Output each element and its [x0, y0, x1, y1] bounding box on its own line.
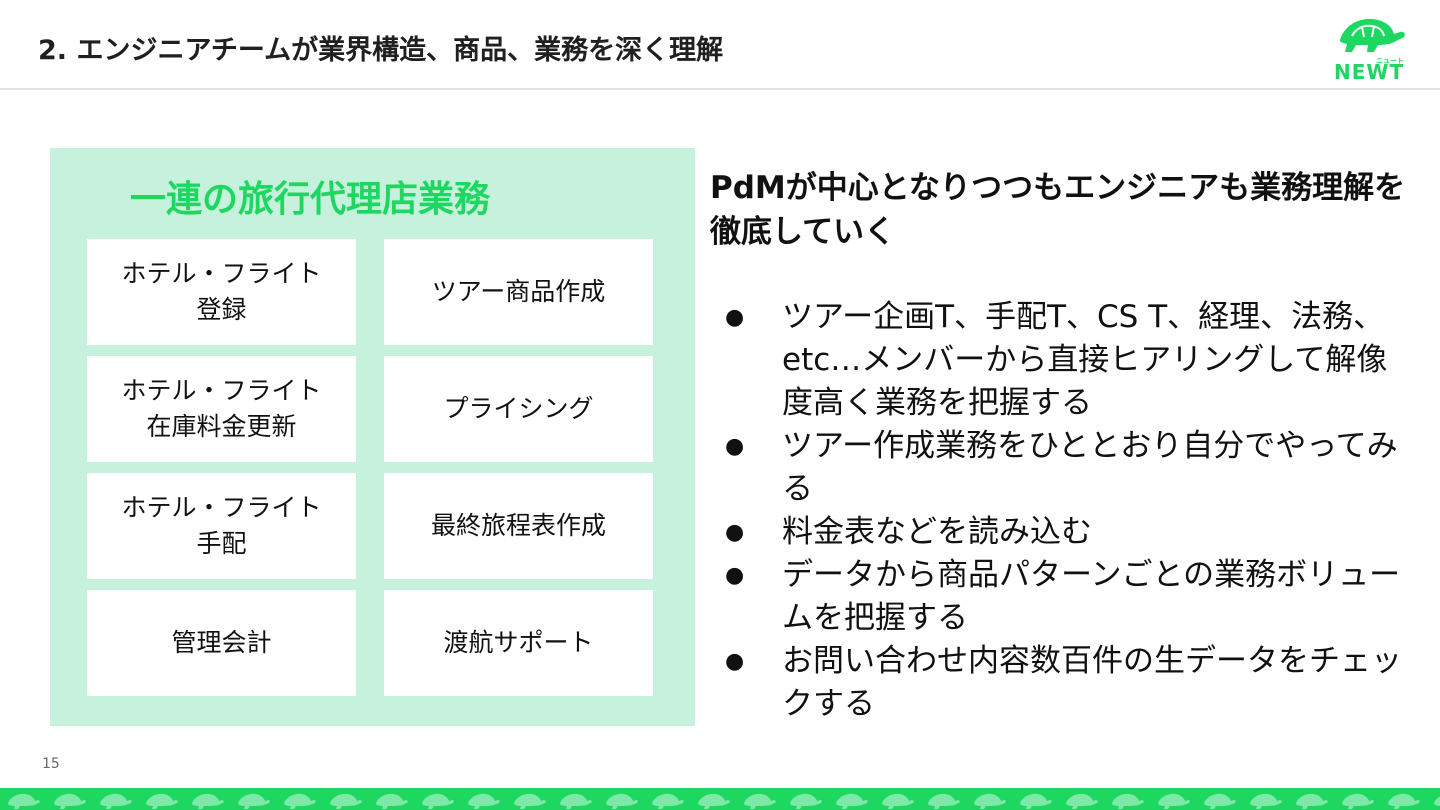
- card-management-accounting: 管理会計: [87, 590, 356, 696]
- footer-turtle-band: [0, 788, 1440, 810]
- bullet-list: ●ツアー企画T、手配T、CS T、経理、法務、etc…メンバーから直接ヒアリング…: [725, 296, 1425, 726]
- turtle-pattern-icon: [0, 788, 1440, 810]
- slide-header: 2. エンジニアチームが業界構造、商品、業務を深く理解 ニュート NEWT: [0, 0, 1440, 90]
- list-item: ●データから商品パターンごとの業務ボリュームを把握する: [725, 554, 1402, 640]
- list-item: ●ツアー作成業務をひととおり自分でやってみる: [725, 425, 1402, 511]
- right-heading: PdMが中心となりつつもエンジニアも業務理解を徹底していく: [710, 170, 1406, 250]
- card-final-itinerary: 最終旅程表作成: [384, 473, 653, 579]
- page-number: 15: [42, 756, 60, 772]
- card-inventory-price-update: ホテル・フライト 在庫料金更新: [87, 356, 356, 462]
- list-item: ●料金表などを読み込む: [725, 511, 1402, 554]
- bullet-dot-icon: ●: [725, 305, 745, 330]
- business-flow-panel: 一連の旅行代理店業務 ホテル・フライト 登録 ツアー商品作成 ホテル・フライト …: [50, 148, 695, 726]
- slide-title: 2. エンジニアチームが業界構造、商品、業務を深く理解: [38, 35, 724, 66]
- card-travel-support: 渡航サポート: [384, 590, 653, 696]
- bullet-dot-icon: ●: [725, 434, 745, 459]
- panel-title: 一連の旅行代理店業務: [129, 179, 490, 220]
- card-arrangement: ホテル・フライト 手配: [87, 473, 356, 579]
- card-tour-product-creation: ツアー商品作成: [384, 239, 653, 345]
- list-item: ●お問い合わせ内容数百件の生データをチェックする: [725, 640, 1402, 726]
- bullet-dot-icon: ●: [725, 563, 745, 588]
- card-pricing: プライシング: [384, 356, 653, 462]
- bullet-dot-icon: ●: [725, 649, 745, 674]
- logo-wordmark: NEWT: [1334, 60, 1405, 84]
- bullet-dot-icon: ●: [725, 520, 745, 545]
- list-item: ●ツアー企画T、手配T、CS T、経理、法務、etc…メンバーから直接ヒアリング…: [725, 296, 1402, 425]
- turtle-icon: [1339, 18, 1405, 52]
- card-hotel-flight-registration: ホテル・フライト 登録: [87, 239, 356, 345]
- logo-kana: ニュート: [1376, 57, 1404, 65]
- newt-logo: ニュート NEWT: [1330, 14, 1408, 82]
